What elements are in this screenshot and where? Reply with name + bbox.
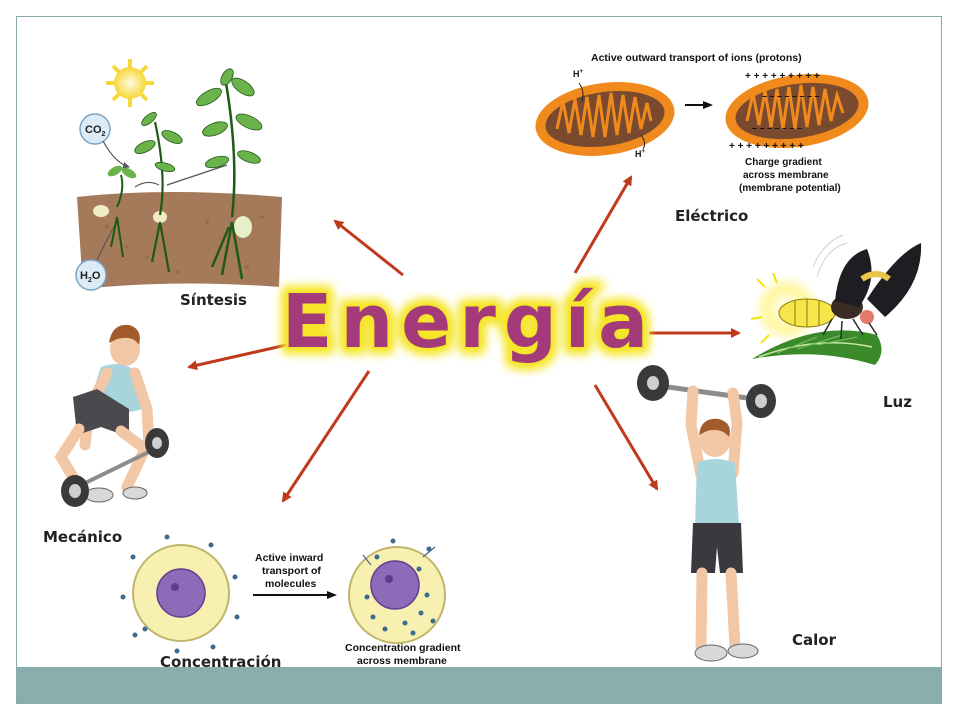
h2o-h: H: [80, 270, 88, 282]
proton-label-bottom: H: [635, 149, 642, 159]
slide-frame: CO2 H2O: [16, 16, 942, 704]
label-mecanico: Mecánico: [43, 528, 123, 546]
mito-gradient-1: Charge gradient: [745, 157, 822, 168]
label-luz: Luz: [883, 393, 912, 411]
co2-bubble: CO2: [79, 113, 130, 169]
seed: [234, 216, 252, 238]
proton-label-top: H: [573, 69, 580, 79]
mito-gradient-3: (membrane potential): [739, 183, 841, 194]
svg-text:CO2: CO2: [85, 124, 106, 138]
mitochondrion-right: [725, 73, 869, 149]
firefly-wing: [835, 249, 872, 307]
label-sintesis: Síntesis: [180, 291, 247, 309]
h2o-bubble: H2O: [75, 224, 116, 291]
h2o-o: O: [92, 270, 101, 282]
arrow-to-calor: [593, 384, 659, 491]
barbell-plate: [637, 365, 669, 401]
svg-text:+ + + + + + + + +: + + + + + + + + +: [745, 71, 820, 82]
photosynthesis-illustration: CO2 H2O: [75, 59, 282, 291]
footer-bar: [17, 667, 941, 703]
sun-icon: [106, 59, 154, 107]
mitochondrion-left: [535, 82, 675, 156]
arrow-to-electrico: [573, 175, 633, 274]
cells-transport-2: transport of: [262, 565, 321, 577]
barbell-plate: [746, 384, 776, 418]
cells-transport-1: Active inward: [255, 552, 323, 564]
svg-text:– – – – – – – –: – – – – – – – –: [762, 91, 820, 101]
cells-illustration: Active inward transport of molecules Con…: [120, 534, 461, 667]
proton-sup-bottom: +: [642, 149, 646, 155]
sprout-small: [110, 174, 124, 258]
plant-medium: [150, 121, 171, 273]
seed: [153, 211, 167, 223]
weightlifter-standing: [637, 365, 776, 662]
label-calor: Calor: [792, 631, 836, 649]
svg-text:H+: H+: [573, 69, 584, 79]
energy-arrows: [187, 175, 741, 503]
barbell-plate: [61, 475, 89, 507]
svg-text:+ + + + + + + + +: + + + + + + + + +: [729, 141, 804, 152]
svg-text:– – – – – – –: – – – – – – –: [752, 123, 802, 133]
cells-gradient-2: across membrane: [357, 655, 447, 667]
cell-left: [120, 534, 240, 654]
cell-right: [348, 538, 446, 644]
mito-gradient-2: across membrane: [743, 170, 829, 181]
mitochondria-illustration: Active outward transport of ions (proton…: [535, 52, 869, 194]
soil: [77, 192, 282, 289]
weightlifter-squatting: [54, 324, 169, 507]
label-electrico: Eléctrico: [675, 207, 749, 225]
barbell-plate: [145, 428, 169, 458]
svg-text:H+: H+: [635, 149, 646, 159]
label-concentracion: Concentración: [160, 653, 282, 671]
title-glow: Energía: [282, 279, 656, 365]
plant-tall: [210, 76, 244, 280]
arrow-to-mecanico: [187, 341, 296, 371]
title-group: Energía Energía: [277, 274, 656, 370]
svg-text:H2O: H2O: [80, 270, 101, 284]
arrow-to-sintesis: [333, 219, 404, 277]
page-title: Energía: [282, 279, 656, 365]
firefly-illustration: [750, 234, 922, 365]
firefly-wing: [867, 243, 922, 317]
arrow-to-concentracion: [281, 370, 371, 503]
mito-title: Active outward transport of ions (proton…: [591, 52, 802, 64]
cells-transport-3: molecules: [265, 578, 317, 590]
diagram-canvas: CO2 H2O: [54, 52, 922, 667]
h2o-subscript: 2: [88, 277, 92, 284]
proton-sup-top: +: [580, 69, 584, 75]
co2-label: CO: [85, 124, 102, 136]
cells-gradient-1: Concentration gradient: [345, 642, 461, 654]
co2-subscript: 2: [102, 131, 106, 138]
charge-signs: + + + + + + + + + + + + + + + + + + – – …: [729, 71, 820, 152]
seed: [93, 205, 109, 217]
